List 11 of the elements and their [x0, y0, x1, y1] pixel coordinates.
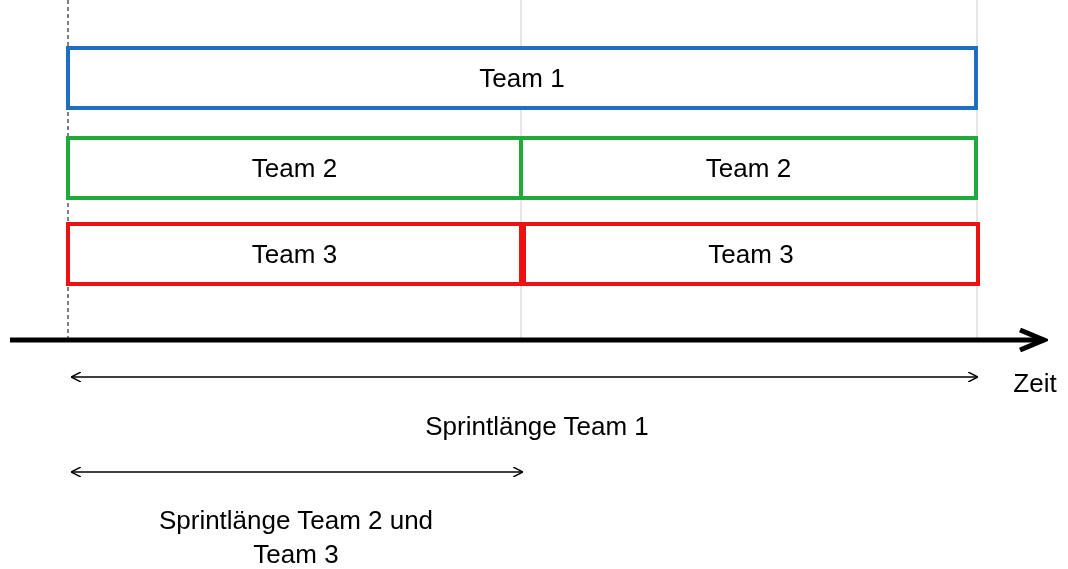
team-name: Team 2: [705, 152, 792, 184]
team-bar: [522, 222, 980, 286]
team-name: Team 3: [251, 238, 338, 270]
team-bar: [66, 46, 978, 110]
axis-label: Zeit: [1012, 367, 1058, 400]
dimension-label: Sprintlänge Team 2 und Team 3: [157, 504, 435, 569]
team-name: Team 1: [479, 62, 565, 94]
team-bar: [66, 222, 523, 286]
team-name: Team 2: [251, 152, 338, 184]
team-name: Team 3: [708, 238, 794, 270]
dimension-label: Sprintlänge Team 1: [424, 410, 650, 443]
